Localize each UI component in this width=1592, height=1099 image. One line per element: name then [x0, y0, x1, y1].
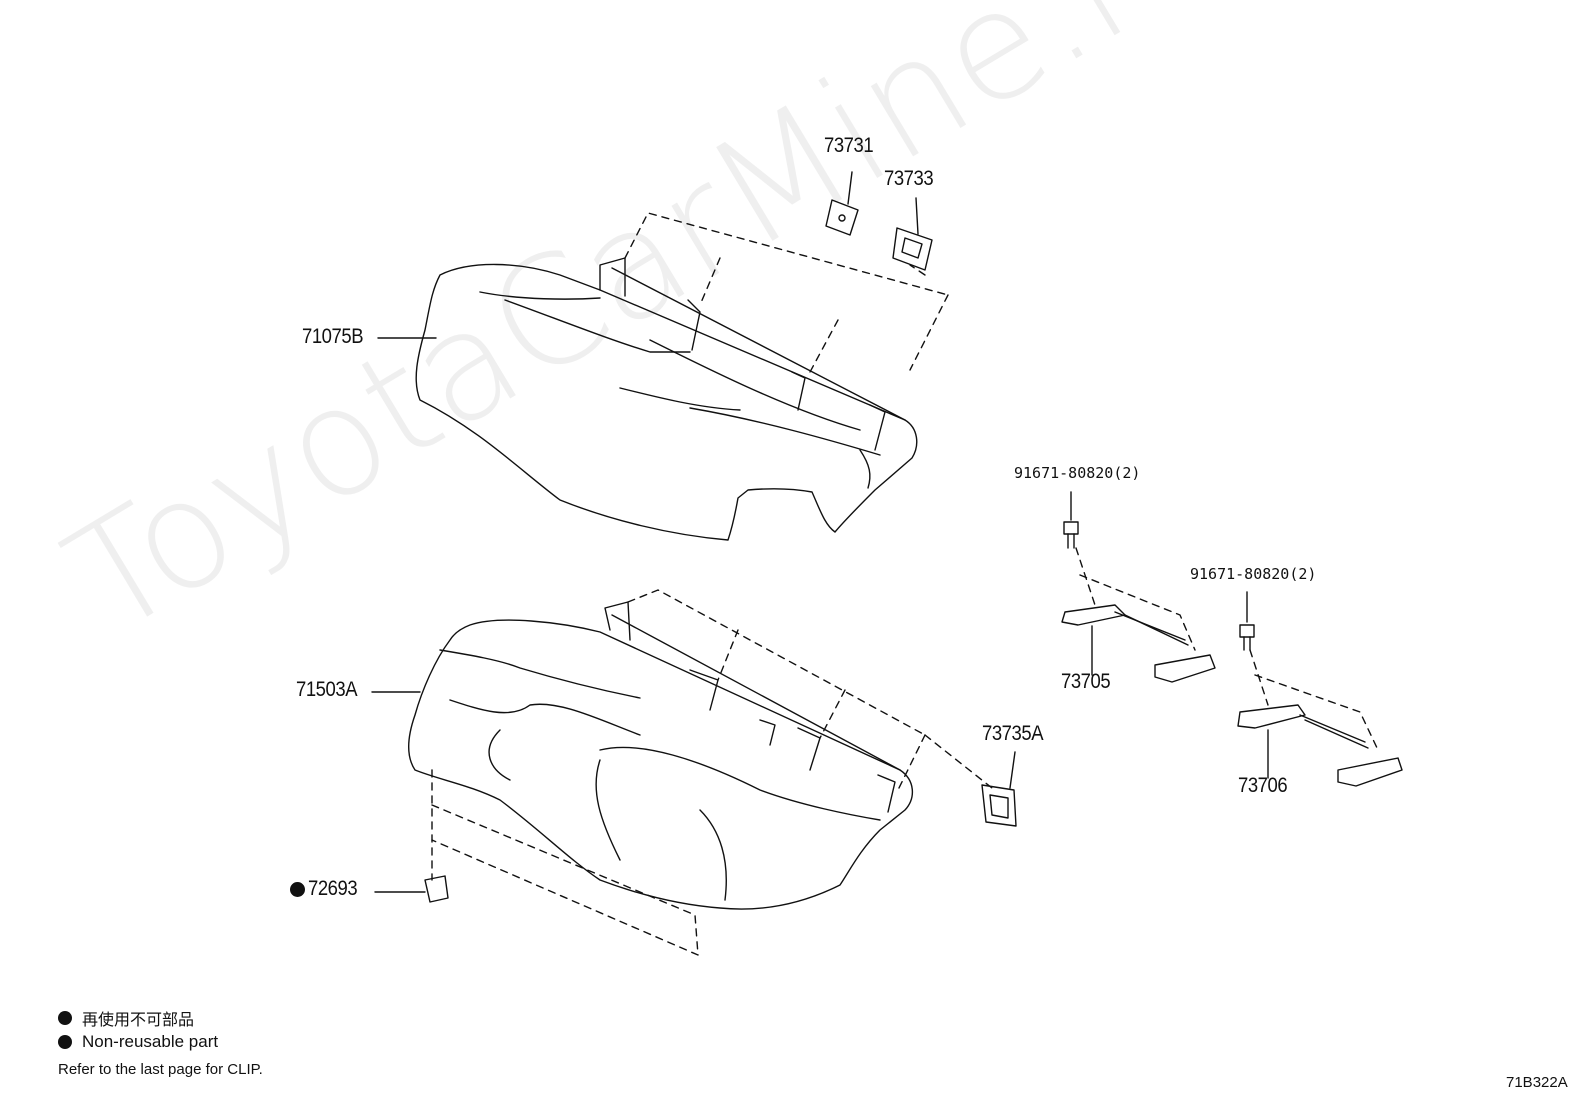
bracket-73706-dashes	[1249, 649, 1379, 751]
legend-row-en: Non-reusable part	[58, 1032, 218, 1052]
bolt-1-drawing	[1063, 491, 1079, 549]
part-label-71503A: 71503A	[296, 678, 358, 701]
lower-dash-lines	[431, 589, 993, 956]
part-label-73731: 73731	[824, 134, 874, 157]
part-label-73705: 73705	[1061, 670, 1111, 693]
seat-cushion-cover-drawing	[407, 601, 913, 910]
clip-reference-note: Refer to the last page for CLIP.	[58, 1061, 263, 1078]
legend-row-jp: 再使用不可部品	[58, 1006, 194, 1030]
part-label-71075B: 71075B	[302, 325, 364, 348]
bracket-73706-drawing	[1237, 704, 1403, 787]
leader-lines	[371, 337, 437, 693]
bolt-label-1: 91671-80820(2)	[1014, 464, 1141, 482]
clip-73731-drawing	[825, 171, 859, 236]
bracket-73705-dashes	[1075, 547, 1196, 651]
part-label-73733: 73733	[884, 167, 934, 190]
non-reusable-dot-icon	[58, 1035, 72, 1049]
seat-back-cover-drawing	[415, 257, 918, 541]
clip-73733-drawing	[892, 197, 933, 271]
legend-en-text: Non-reusable part	[82, 1032, 219, 1051]
clip-72693-drawing	[374, 875, 449, 903]
clip-73735A-drawing	[981, 751, 1017, 827]
legend-jp-text: 再使用不可部品	[82, 1010, 195, 1029]
bolt-label-2: 91671-80820(2)	[1190, 565, 1317, 583]
part-label-73735A: 73735A	[982, 722, 1044, 745]
non-reusable-dot-icon	[58, 1011, 72, 1025]
part-label-72693-row: 72693	[290, 877, 364, 901]
bolt-2-drawing	[1239, 591, 1255, 651]
diagram-code: 71B322A	[1506, 1074, 1568, 1091]
part-label-72693: 72693	[308, 877, 358, 900]
non-reusable-dot-icon	[290, 881, 305, 897]
bracket-73705-drawing	[1061, 604, 1216, 683]
upper-dash-lines	[624, 212, 949, 373]
part-label-73706: 73706	[1238, 774, 1288, 797]
